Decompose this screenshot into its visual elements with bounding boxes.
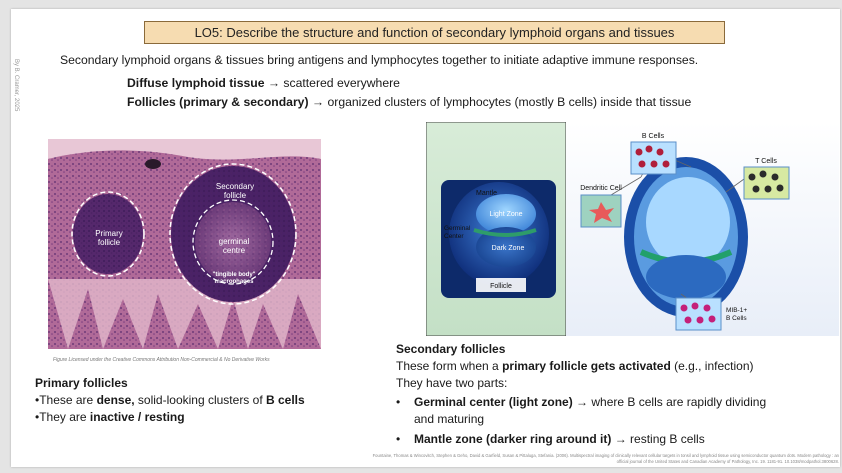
primary-bullet-1: •These are dense, solid-looking clusters… <box>35 393 305 407</box>
primary-b2-bold: inactive / resting <box>89 410 185 424</box>
primary-b2-pre: •They are <box>35 410 90 424</box>
light-zone-label: Light Zone <box>489 211 522 218</box>
macrophages-label: "tingible body" macrophages <box>212 272 256 285</box>
germinal-center-desc: → where B cells are rapidly dividing <box>572 395 767 409</box>
mantle-zone-term: Mantle zone (darker ring around it) <box>414 432 612 446</box>
primary-b1-mid: solid-looking clusters of <box>134 393 266 407</box>
diffuse-term: Diffuse lymphoid tissue <box>127 76 265 90</box>
secondary-follicle-label: Secondary follicle <box>215 182 255 200</box>
primary-follicles-heading: Primary follicles <box>35 376 128 390</box>
bullet-marker-1: • <box>396 395 401 409</box>
follicle-label: Follicle <box>490 283 512 290</box>
bullet-marker-2: • <box>396 432 401 446</box>
slide-title: LO5: Describe the structure and function… <box>144 21 725 44</box>
secondary-line-1: These form when a primary follicle gets … <box>396 359 754 373</box>
germinal-center-line-1: Germinal <box>444 225 471 232</box>
secondary-line-2: They have two parts: <box>396 376 508 390</box>
germinal-center-term: Germinal center (light zone) <box>414 395 573 409</box>
dark-zone-label: Dark Zone <box>492 245 525 252</box>
diffuse-line: Diffuse lymphoid tissue → scattered ever… <box>127 76 400 90</box>
germinal-center-line-2: Center <box>444 233 464 240</box>
mib-label: MIB-1+B Cells <box>726 307 747 322</box>
primary-bullet-2: •They are inactive / resting <box>35 410 185 424</box>
primary-b1-dense: dense, <box>96 393 135 407</box>
intro-text: Secondary lymphoid organs & tissues brin… <box>60 53 699 67</box>
primary-b1-bcells: B cells <box>265 393 305 407</box>
secondary-l1-pre: These form when a <box>396 359 503 373</box>
primary-follicle-label: Primary follicle <box>95 229 123 247</box>
t-cells-label: T Cells <box>755 158 777 165</box>
dendritic-cell-label: Dendritic Cell <box>580 185 622 192</box>
mantle-zone-bullet: Mantle zone (darker ring around it) → re… <box>414 432 705 446</box>
primary-b1-pre: •These are <box>35 393 97 407</box>
secondary-l1-post: (e.g., infection) <box>670 359 754 373</box>
germinal-center-bullet-cont: and maturing <box>414 412 485 426</box>
slide: LO5: Describe the structure and function… <box>11 9 840 467</box>
histology-micrograph: Primary follicle Secondary follicle germ… <box>48 139 321 349</box>
image-license: Figure Licensed under the Creative Commo… <box>53 357 270 363</box>
germinal-center-bullet: Germinal center (light zone) → where B c… <box>414 395 766 409</box>
b-cells-label: B Cells <box>642 133 665 140</box>
follicles-desc: → organized clusters of lymphocytes (mos… <box>308 95 692 109</box>
reference-citation: Fountaine, Thomas & Wincovitch, Stephen … <box>372 453 839 464</box>
follicles-line: Follicles (primary & secondary) → organi… <box>127 95 691 109</box>
follicles-term: Follicles (primary & secondary) <box>127 95 309 109</box>
secondary-follicles-heading: Secondary follicles <box>396 342 506 356</box>
author-credit: By B. Cramer, 2025 <box>13 59 19 112</box>
mantle-zone-desc: → resting B cells <box>611 432 705 446</box>
germinal-centre-label: germinal centre <box>218 237 250 255</box>
mib-line-1: MIB-1+ <box>726 307 747 314</box>
mantle-label: Mantle <box>476 190 497 197</box>
diffuse-desc: → scattered everywhere <box>264 76 400 90</box>
secondary-l1-bold: primary follicle gets activated <box>502 359 671 373</box>
mib-line-2: B Cells <box>726 315 747 322</box>
